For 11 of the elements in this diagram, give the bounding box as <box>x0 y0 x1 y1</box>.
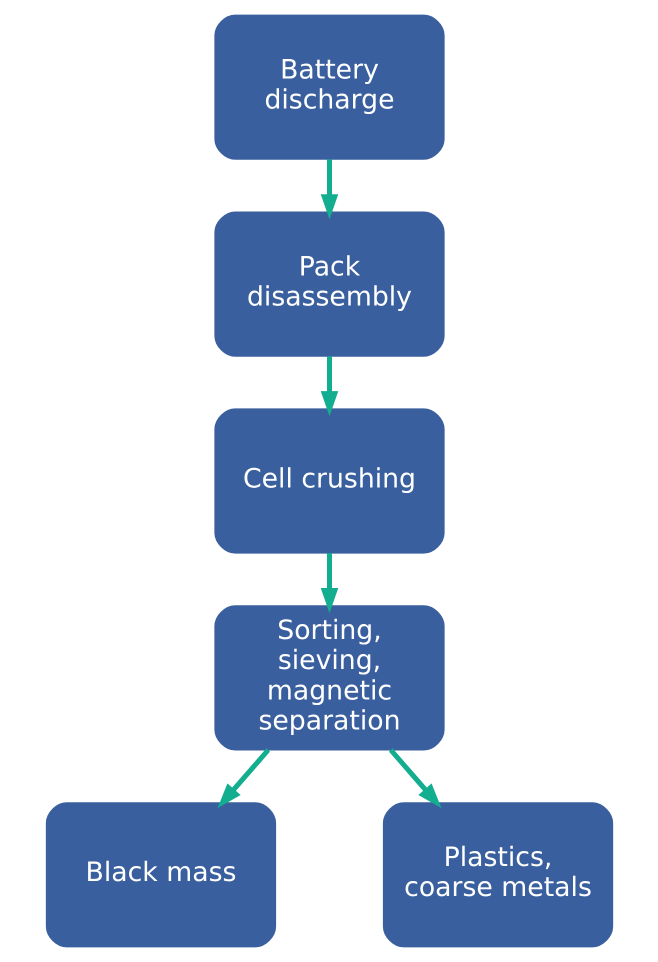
arrow <box>320 159 338 220</box>
arrow <box>320 356 338 416</box>
node-box: Battery discharge <box>214 14 444 160</box>
node-box: Black mass <box>45 802 276 948</box>
arrow <box>320 553 338 614</box>
node-box: Sorting, sieving, magnetic separation <box>214 605 444 750</box>
node-box: Cell crushing <box>214 408 444 554</box>
node-box: Pack disassembly <box>214 212 444 357</box>
arrow <box>217 748 270 808</box>
arrow <box>388 748 441 808</box>
node-box: Plastics, coarse metals <box>382 802 613 948</box>
